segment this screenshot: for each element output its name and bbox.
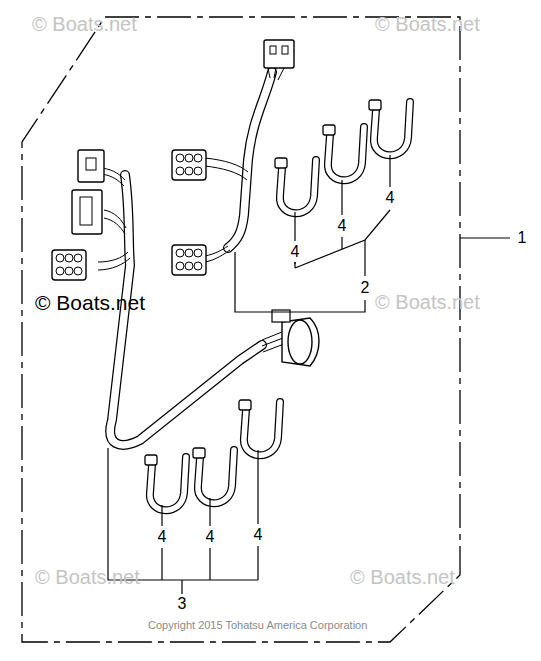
watermark: © Boats.net: [350, 567, 455, 587]
watermark: © Boats.net: [375, 14, 480, 34]
callout-number: 1: [516, 229, 529, 247]
callout-number: 4: [336, 217, 349, 235]
callout-number: 4: [289, 243, 302, 261]
callout-number: 2: [359, 279, 372, 297]
copyright-note: Copyright 2015 Tohatsu America Corporati…: [148, 620, 367, 631]
callout-number: 3: [176, 595, 189, 613]
watermark: © Boats.net: [375, 292, 480, 312]
watermark: © Boats.net: [32, 14, 137, 34]
callout-number: 4: [252, 526, 265, 544]
watermark: © Boats.net: [35, 567, 140, 587]
callout-number: 4: [204, 528, 217, 546]
callout-number: 4: [384, 189, 397, 207]
watermark: © Boats.net: [35, 292, 145, 313]
callout-number: 4: [156, 528, 169, 546]
